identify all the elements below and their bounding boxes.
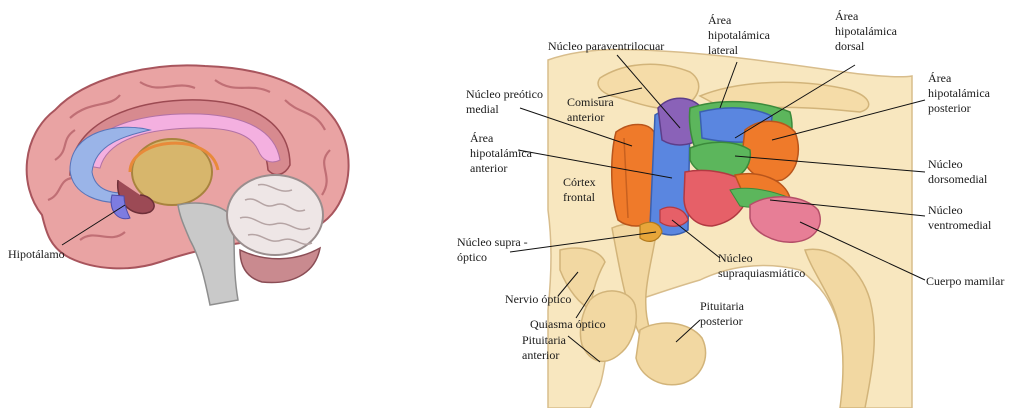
mammillary-label: Cuerpo mamilar: [926, 274, 1004, 288]
dorsal-area-label: Área hipotalámica dorsal: [835, 9, 900, 53]
optic-chiasm-label: Quiasma óptico: [530, 317, 606, 331]
brain-sagittal-illustration: Hipotálamo: [8, 65, 349, 305]
posterior-pituitary: [636, 323, 706, 385]
lateral-area-label: Área hipotalámica lateral: [708, 13, 773, 57]
paraventricular-label: Núcleo paraventrilocuar: [548, 39, 664, 53]
supraoptic-label: Núcleo supra - óptico: [457, 235, 531, 264]
posterior-area-label: Área hipotalámica posterior: [928, 71, 993, 115]
hypothalamus-nuclei-illustration: Núcleo paraventrilocuar Área hipotalámic…: [457, 9, 1004, 408]
cortex-label: Córtex frontal: [563, 175, 599, 204]
hypothalamus-label: Hipotálamo: [8, 247, 65, 261]
posterior-pituitary-label: Pituitaria posterior: [700, 299, 747, 328]
preoptic-nucleus: [612, 125, 656, 227]
ventromedial-label: Núcleo ventromedial: [928, 203, 992, 232]
preoptic-label: Núcleo preótico medial: [466, 87, 546, 116]
cerebellum: [227, 175, 323, 255]
anterior-area-label: Área hipotalámica anterior: [470, 131, 535, 175]
dorsomedial-label: Núcleo dorsomedial: [928, 157, 988, 186]
optic-nerve-label: Nervio óptico: [505, 292, 571, 306]
